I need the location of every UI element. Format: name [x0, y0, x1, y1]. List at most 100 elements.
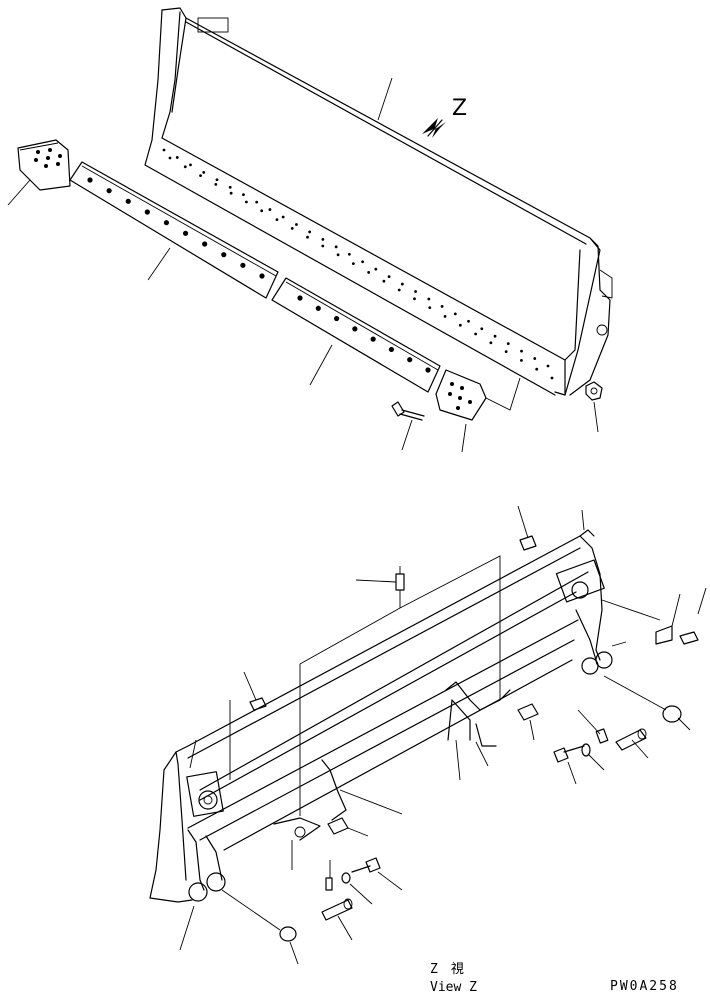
leader-cap-right: [677, 717, 691, 731]
bolt-hole: [533, 357, 537, 360]
bolt-hole: [297, 295, 303, 301]
bolt-hole: [168, 156, 172, 160]
bolt-hole: [351, 262, 355, 265]
leader-end-bit-bolt: [461, 423, 467, 453]
leader-grease-right-top: [517, 505, 529, 539]
bolt-hole: [550, 376, 554, 380]
leader-right-bracket: [581, 509, 585, 531]
leader-left-bottom: [179, 905, 195, 951]
leader-cap-right-b: [603, 675, 667, 711]
view-caption-en: View Z: [430, 980, 477, 993]
cap-right: [662, 705, 682, 723]
leader-washer-right: [587, 753, 605, 771]
blade-bolt-holes: [162, 148, 554, 380]
bolt-hole: [163, 220, 170, 226]
leader-center-b: [475, 741, 489, 767]
cutting-edge-left: [69, 161, 279, 299]
leader-washer-lower: [349, 883, 373, 905]
bolt-hole: [382, 279, 386, 283]
leader-grease-left: [243, 671, 257, 701]
end-bit-left: [17, 139, 71, 191]
bolt-hole: [453, 312, 457, 316]
pin-right: [615, 728, 647, 751]
bolt-hole: [428, 306, 432, 309]
bolt-hole: [315, 305, 321, 311]
grease-fitting-mid: [517, 703, 539, 721]
leader-nut: [593, 401, 599, 433]
bolt-hole: [400, 282, 404, 286]
bolt-hole: [352, 326, 358, 332]
bolt-hole: [321, 244, 325, 248]
bolt-hole: [240, 262, 246, 268]
bolt-hole: [493, 334, 497, 338]
bolt-hole: [242, 193, 245, 197]
bolt-hole: [202, 241, 208, 247]
grease-fitting-left: [249, 697, 267, 711]
leader-cutting-edge-left: [147, 247, 171, 281]
leader-frame-right: [399, 555, 501, 700]
bolt-hole: [202, 170, 206, 174]
cutting-edge-right: [271, 277, 441, 393]
bolt-hole: [275, 218, 279, 222]
bolt-hole: [427, 297, 431, 301]
bolt-hole: [347, 252, 351, 256]
bolt-hole: [425, 367, 431, 373]
bolt-hole: [480, 327, 484, 331]
bolt-hole: [334, 245, 338, 249]
z-marker-label: Z: [452, 96, 467, 121]
view-caption-jp: Z 視: [430, 962, 464, 977]
leader-grease-mid: [529, 719, 535, 741]
grease-fitting-lower: [327, 817, 349, 835]
bolt-hole: [106, 188, 112, 194]
bolt-hole: [255, 200, 259, 204]
bolt-hole: [367, 271, 371, 274]
bolt-hole: [520, 359, 523, 362]
leader-plate-conn: [601, 599, 661, 621]
bolt-hole: [259, 273, 265, 279]
bolt-hole: [260, 209, 264, 213]
leader-grease-top: [355, 579, 397, 583]
bolt-hole: [268, 208, 272, 211]
leader-cutting-edge-right: [309, 344, 333, 386]
bolt-hole: [370, 336, 376, 342]
bolt-hole: [87, 177, 93, 183]
bolt-hole: [306, 235, 309, 239]
bolt-hole: [474, 332, 477, 336]
washer-lower: [341, 872, 351, 884]
bolt-hole: [228, 185, 232, 189]
bolt-hole: [182, 230, 189, 236]
leader-cap-lower-b: [221, 889, 281, 931]
leader-pin-right: [631, 739, 649, 759]
leader-pin-lower: [337, 915, 353, 941]
bolt-hole: [546, 364, 550, 368]
leader-frame-left: [299, 607, 401, 816]
lock-plate-right: [595, 728, 609, 744]
bolt-hole: [229, 191, 233, 195]
grease-fitting-top: [395, 566, 405, 591]
leader-bolt-right: [567, 761, 577, 785]
bolt-hole: [189, 163, 192, 167]
bolt-hole: [520, 349, 523, 353]
bolt-hole: [175, 156, 179, 159]
bolt-hole: [221, 252, 227, 258]
leader-end-bit-left: [7, 179, 31, 206]
bolt-hole: [504, 350, 508, 353]
leader-plate-far-right: [671, 593, 681, 627]
blade-assembly: [144, 7, 613, 396]
bolt-hole: [215, 178, 219, 182]
bolt-hole: [407, 357, 413, 363]
bolt-hole: [440, 305, 444, 308]
lock-plate-lower: [325, 877, 333, 891]
nut: [585, 381, 603, 401]
leader-lock-plate-right: [577, 709, 601, 735]
cutting-edge-left-holes: [87, 177, 265, 279]
cap-lower: [279, 926, 297, 942]
bolt-hole: [295, 223, 298, 226]
bolt-hole: [333, 315, 340, 322]
bolt-hole: [374, 267, 378, 271]
bolt-hole: [290, 227, 294, 230]
bolt-hole: [506, 342, 510, 346]
leader-left-top: [189, 739, 197, 769]
end-bit-right: [435, 369, 487, 421]
